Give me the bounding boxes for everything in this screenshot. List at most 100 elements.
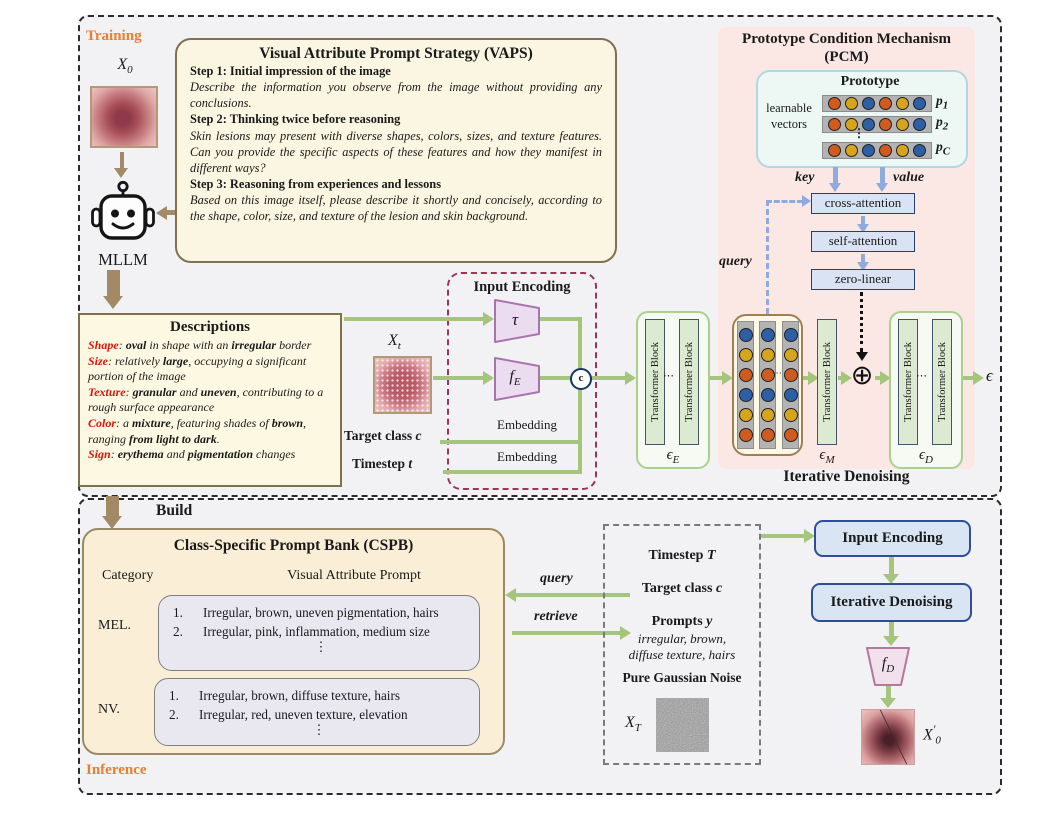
vector-dot	[760, 388, 775, 402]
vaps-box: Visual Attribute Prompt Strategy (VAPS) …	[175, 38, 617, 263]
cspb-box: Class-Specific Prompt Bank (CSPB) Catego…	[82, 528, 505, 755]
vector-dot	[896, 118, 909, 131]
nv-category-label: NV.	[98, 702, 120, 717]
vector-dot	[783, 388, 798, 402]
nv-prompt-2: 2.Irregular, red, uneven texture, elevat…	[169, 707, 408, 723]
prompts-y-label: Prompts y	[651, 614, 713, 629]
vector-dot	[783, 368, 798, 382]
timestep-T-label: Timestep T	[648, 548, 716, 563]
arrow-x0-to-mllm-shaft	[120, 152, 124, 168]
vaps-step1-body: Describe the information you observe fro…	[190, 80, 602, 111]
fd-decoder-trapezoid	[866, 647, 910, 686]
nv-prompt-box: 1.Irregular, brown, diffuse texture, hai…	[154, 678, 480, 746]
inference-label: Inference	[86, 762, 147, 778]
gaussian-noise-image	[656, 698, 709, 752]
transformer-block-D2: Transformer Block	[932, 319, 952, 445]
x0-prime-lesion-image	[861, 709, 915, 765]
vector-dot	[862, 144, 875, 157]
line-feature-to-epsM	[803, 376, 809, 380]
prototype-row-1	[822, 95, 932, 112]
eps-output-label: ϵ	[986, 366, 993, 385]
build-arrow-head	[102, 516, 122, 529]
vaps-step3-heading: Step 3: Reasoning from experiences and l…	[190, 176, 442, 191]
fe-encoder-trapezoid	[494, 357, 540, 401]
transformer-block-E2: Transformer Block	[679, 319, 699, 445]
key-arrow-head	[829, 183, 841, 192]
cross-attention-box: cross-attention	[811, 193, 915, 214]
line-tau-out	[540, 317, 580, 321]
prototype-vdots: ⋮	[853, 126, 865, 140]
vaps-title: Visual Attribute Prompt Strategy (VAPS)	[259, 45, 533, 62]
transformer-block-D1: Transformer Block	[898, 319, 918, 445]
mel-prompt-box: 1.Irregular, brown, uneven pigmentation,…	[158, 595, 480, 671]
arrow-cross-to-self-shaft	[861, 216, 865, 225]
add-operator-icon: ⊕	[850, 360, 874, 390]
line-fd-to-x0p	[886, 686, 891, 698]
line-epsM-to-oplus	[838, 376, 843, 380]
x0-prime-label: X′0	[923, 722, 941, 747]
vector-dot	[845, 97, 858, 110]
vector-dot	[913, 144, 926, 157]
x0-label: X0	[117, 56, 133, 77]
epsE-label: ϵE	[666, 447, 680, 466]
inference-input-encoding-box: Input Encoding	[814, 520, 971, 557]
nv-vdots: ⋮	[312, 722, 326, 738]
timestep-label: Timestep t	[352, 456, 413, 471]
arrowhead-to-oplus	[841, 371, 852, 385]
vector-dot	[913, 118, 926, 131]
value-arrow-shaft	[880, 167, 885, 183]
query-top-label: query	[719, 254, 752, 269]
prompt-header: Visual Attribute Prompt	[287, 568, 421, 583]
arrowhead-to-input-encoding	[804, 529, 815, 543]
vaps-step2-heading: Step 2: Thinking twice before reasoning	[190, 112, 401, 127]
x0-lesion-image	[90, 86, 158, 148]
xt-label: Xt	[388, 332, 401, 353]
arrowhead-to-fe	[483, 371, 494, 385]
build-arrow-shaft	[106, 496, 119, 516]
condition-dashed-box: Timestep T Target class c Prompts y irre…	[603, 524, 761, 765]
line-cond-to-input-encoding	[761, 534, 804, 538]
epsM-label: ϵM	[819, 447, 835, 466]
cspb-title: Class-Specific Prompt Bank (CSPB)	[173, 537, 414, 554]
tau-label: τ	[511, 310, 519, 329]
feature-column-1	[737, 321, 754, 449]
query-dashed-vertical	[766, 200, 769, 314]
epsD-label: ϵD	[919, 447, 933, 466]
feature-column-2	[759, 321, 776, 449]
vector-dot	[738, 388, 753, 402]
query-arrow-head	[505, 588, 516, 602]
vector-dot	[760, 348, 775, 362]
vector-dot	[738, 368, 753, 382]
tau-encoder-trapezoid	[494, 299, 540, 343]
prototype-title: Prototype	[840, 74, 900, 89]
pcm-title-line1: Prototype Condition Mechanism	[742, 31, 951, 47]
zero-linear-box: zero-linear	[811, 269, 915, 290]
arrowhead-ie-to-id	[883, 574, 899, 584]
arrowhead-to-epsM	[808, 371, 819, 385]
concat-icon: c	[570, 368, 592, 390]
inference-iterative-denoising-box: Iterative Denoising	[811, 583, 972, 622]
line-oplus-to-epsD	[875, 376, 882, 380]
input-encoding-title: Input Encoding	[473, 279, 571, 295]
vector-dot	[896, 97, 909, 110]
arrowhead-to-eps-output	[973, 371, 984, 385]
arrow-mllm-to-descriptions-head	[103, 296, 123, 309]
vector-dot	[862, 97, 875, 110]
vaps-step3-body: Based on this image itself, please descr…	[190, 193, 602, 224]
training-label: Training	[86, 28, 142, 44]
vector-dot	[760, 368, 775, 382]
feature-dots: ⋯	[772, 368, 782, 379]
vector-dot	[845, 144, 858, 157]
arrow-self-to-zero-shaft	[861, 254, 865, 263]
retrieve-arrow-head	[620, 626, 631, 640]
prompt-text-line1: irregular, brown,	[637, 631, 727, 646]
transformer-block-M: Transformer Block	[817, 319, 837, 445]
line-fe-out	[540, 376, 580, 380]
vector-dot	[760, 428, 775, 442]
arrow-cross-to-self-head	[857, 224, 869, 233]
value-label: value	[893, 170, 925, 185]
epsE-dots: ⋯	[663, 370, 674, 382]
line-concat-to-epsE	[590, 376, 625, 380]
line-class-embedding	[440, 440, 582, 444]
